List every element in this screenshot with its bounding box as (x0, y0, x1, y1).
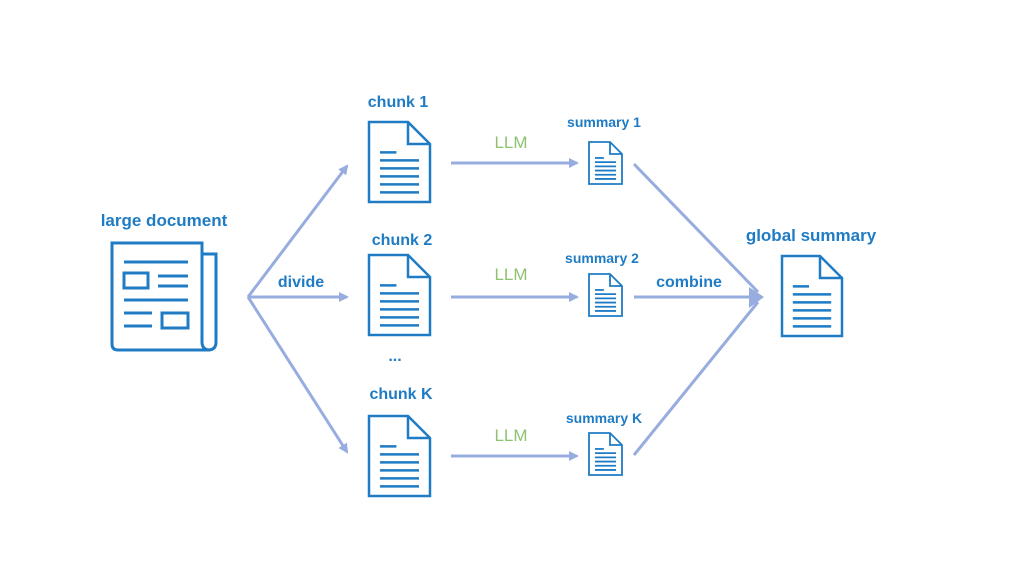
chunk-document-icon (367, 120, 432, 204)
chunk-label-2: chunk 2 (371, 232, 433, 249)
divide-arrow-chunk-k (246, 296, 349, 454)
summary-document-icon (588, 273, 623, 317)
chunk-label-1: chunk 1 (367, 94, 429, 111)
global-summary-document-icon (780, 254, 844, 338)
llm-label-2: LLM (494, 265, 528, 284)
divide-label: divide (277, 274, 325, 291)
combine-arrow-1 (632, 162, 760, 294)
chunk-label-k: chunk K (369, 386, 433, 403)
chunk-document-icon (367, 253, 432, 337)
divide-arrow-chunk-1 (246, 164, 349, 298)
llm-label-1: LLM (494, 133, 528, 152)
source-label: large document (100, 211, 228, 230)
chunk-document-icon (367, 414, 432, 498)
combine-arrowhead (749, 287, 764, 308)
summary-label-2: summary 2 (565, 250, 639, 266)
newspaper-icon (110, 241, 218, 352)
summary-document-icon (588, 432, 623, 476)
ellipsis: ... (388, 348, 402, 365)
summary-label-k: summary K (565, 410, 643, 426)
combine-arrow-k (632, 301, 760, 456)
summary-document-icon (588, 141, 623, 185)
combine-label: combine (656, 274, 722, 291)
target-label: global summary (745, 226, 877, 245)
llm-label-k: LLM (494, 426, 528, 445)
summary-label-1: summary 1 (567, 114, 641, 130)
